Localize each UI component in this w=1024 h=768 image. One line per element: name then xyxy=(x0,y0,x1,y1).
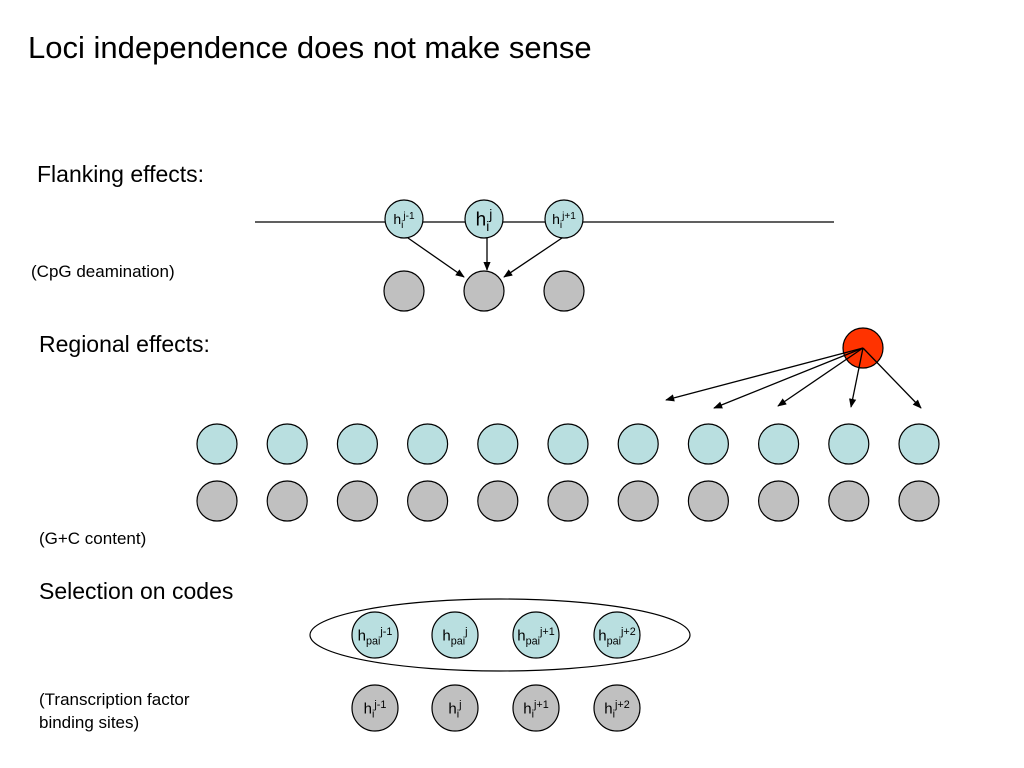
selection-top-label: hpaij+1 xyxy=(517,626,554,647)
selection-bottom-label: hij+1 xyxy=(523,699,548,720)
flanking-heading: Flanking effects: xyxy=(37,161,205,187)
regional-observed-node xyxy=(547,480,589,522)
regional-observed-node xyxy=(336,480,378,522)
regional-hidden-node xyxy=(336,423,378,465)
regional-arrow xyxy=(777,347,864,407)
regional-observed-node xyxy=(757,480,800,522)
selection-heading: Selection on codes xyxy=(39,578,234,604)
selection-note-line1: (Transcription factor xyxy=(39,690,190,709)
regional-hidden-node xyxy=(477,423,519,465)
selection-hidden-node xyxy=(593,611,641,659)
regional-arrow xyxy=(862,347,922,409)
selection-bottom-label: hij+2 xyxy=(604,699,629,720)
regional-hidden-node xyxy=(757,423,800,465)
flanking-node-label: hij+1 xyxy=(552,211,576,231)
flanking-hidden-node xyxy=(384,199,424,239)
regional-hidden-node xyxy=(266,423,308,465)
regional-arrow xyxy=(849,347,864,408)
regional-hidden-node xyxy=(828,423,870,465)
selection-hidden-node xyxy=(512,611,560,659)
regional-arrow xyxy=(665,347,864,402)
regional-hidden-node xyxy=(196,423,238,465)
regional-observed-node xyxy=(687,480,730,522)
regional-observed-node xyxy=(477,480,519,522)
selection-top-label: hpaij-1 xyxy=(358,626,393,647)
flanking-observed-node xyxy=(383,270,425,312)
selection-group-ellipse xyxy=(309,598,691,672)
flanking-observed-node xyxy=(463,270,505,312)
regional-heading: Regional effects: xyxy=(39,331,210,357)
regional-observed-node xyxy=(898,480,940,522)
regional-hidden-node xyxy=(617,423,659,465)
flanking-node-label: hij xyxy=(476,207,493,234)
regional-observed-node xyxy=(196,480,238,522)
selection-hidden-node xyxy=(351,611,399,659)
regional-observed-node xyxy=(828,480,870,522)
regional-note: (G+C content) xyxy=(39,529,147,548)
flanking-observed-node xyxy=(543,270,585,312)
selection-note-line2: binding sites) xyxy=(39,713,140,732)
regional-hidden-node xyxy=(898,423,940,465)
selection-observed-node xyxy=(593,684,641,732)
regional-observed-node xyxy=(617,480,659,522)
selection-top-label: hpaij xyxy=(442,626,467,647)
selection-bottom-label: hij xyxy=(448,699,461,720)
flanking-hidden-node xyxy=(544,199,584,239)
flanking-arrow xyxy=(407,237,465,278)
regional-hidden-node xyxy=(687,423,730,465)
flanking-note: (CpG deamination) xyxy=(31,262,175,281)
selection-observed-node xyxy=(431,684,479,732)
flanking-hidden-node xyxy=(464,199,504,239)
regional-arrow xyxy=(713,347,864,409)
flanking-node-label: hij-1 xyxy=(393,211,415,231)
regional-hidden-node xyxy=(547,423,589,465)
selection-top-label: hpaij+2 xyxy=(598,626,635,647)
selection-observed-node xyxy=(351,684,399,732)
regional-observed-node xyxy=(407,480,449,522)
regional-hidden-node xyxy=(407,423,449,465)
regional-observed-node xyxy=(266,480,308,522)
page-title: Loci independence does not make sense xyxy=(28,30,592,65)
flanking-arrow xyxy=(503,237,563,278)
selection-observed-node xyxy=(512,684,560,732)
selection-hidden-node xyxy=(431,611,479,659)
selection-bottom-label: hij-1 xyxy=(364,699,387,720)
